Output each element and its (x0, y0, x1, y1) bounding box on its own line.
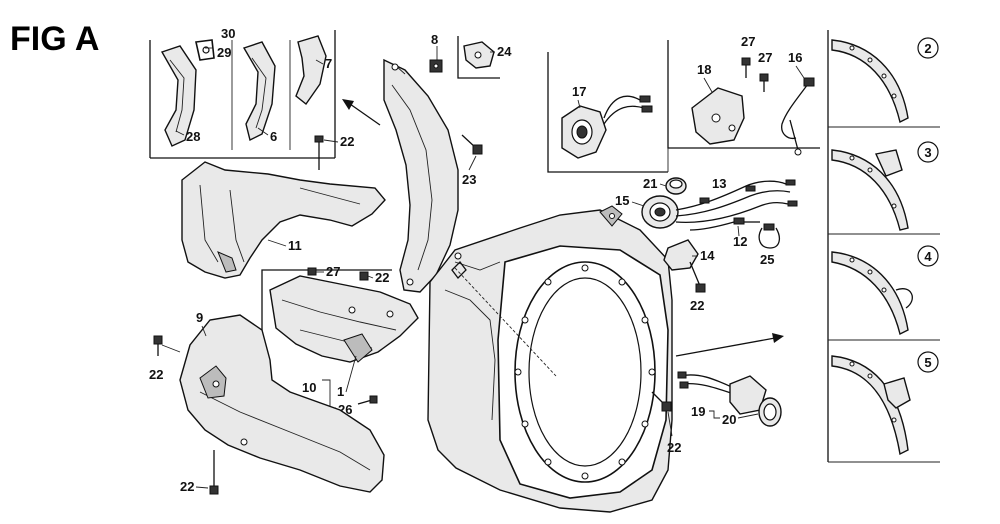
bolt-23 (461, 134, 483, 155)
arrow-to-inset (342, 99, 381, 126)
callout-27-c: 27 (758, 50, 772, 65)
top-left-inset (149, 30, 336, 159)
figure-title: FIG A (10, 20, 99, 58)
small-spring-clip (451, 261, 467, 279)
callout-22-d: 22 (180, 479, 194, 494)
screw-26 (357, 395, 378, 405)
ring-bolt-holes (514, 264, 656, 480)
bolt-22-bottom (209, 450, 219, 495)
callout-17: 17 (572, 84, 586, 99)
inset-3-detail (831, 149, 909, 231)
part-8-nut (429, 46, 443, 73)
part-11-air-guide (181, 161, 386, 279)
part-21-cap (665, 177, 687, 195)
callout-23: 23 (462, 172, 476, 187)
bolt-27-mid (307, 267, 317, 276)
inset-marker-4: 4 (917, 245, 939, 267)
inset-marker-2-label: 2 (924, 41, 931, 56)
callout-22-b: 22 (375, 270, 389, 285)
part-7-bracket (295, 35, 327, 106)
callout-29: 29 (217, 45, 231, 60)
part-6-shroud-strip (242, 41, 276, 142)
callout-28: 28 (186, 129, 200, 144)
callout-14: 14 (700, 248, 715, 263)
part-9-lower-guide (179, 314, 385, 493)
part-25-clip (758, 223, 781, 249)
callout-13: 13 (712, 176, 726, 191)
inset-marker-3: 3 (917, 141, 939, 163)
callout-1: 1 (337, 384, 344, 399)
part-19-20-assembly (677, 371, 782, 427)
callout-22-f: 22 (690, 298, 704, 313)
part-15-switch (641, 195, 679, 229)
callout-19: 19 (691, 404, 705, 419)
callout-12: 12 (733, 234, 747, 249)
callout-8: 8 (431, 32, 438, 47)
right-inset-column: 2 3 4 5 (827, 30, 940, 463)
inset-4-detail (831, 251, 913, 336)
callout-11: 11 (288, 238, 302, 253)
callout-24: 24 (497, 44, 512, 59)
callout-15: 15 (615, 193, 629, 208)
callout-7: 7 (325, 56, 332, 71)
bolt-22-housing (651, 391, 673, 437)
callout-22-e: 22 (667, 440, 681, 455)
callout-6: 6 (270, 129, 277, 144)
arrow-to-right-inset (675, 333, 784, 357)
screws-27 (741, 57, 769, 92)
callout-18: 18 (697, 62, 711, 77)
part-24-bracket (457, 36, 500, 79)
part-14-capacitor (663, 239, 706, 293)
fan-cover-housing (427, 205, 673, 513)
upper-right-inset (547, 40, 820, 173)
inset-marker-5: 5 (917, 351, 939, 373)
bolt-22-upper (314, 135, 324, 170)
electrical-cluster (641, 177, 798, 293)
callout-20: 20 (722, 412, 736, 427)
callout-25: 25 (760, 252, 774, 267)
callout-27-b: 27 (741, 34, 755, 49)
part-5-shroud-plate (383, 58, 459, 293)
part-28-shroud-strip (160, 45, 197, 147)
inset-marker-4-label: 4 (924, 249, 932, 264)
inset-2-detail (831, 39, 909, 124)
bolt-22-left (153, 335, 181, 356)
callout-27-a: 27 (326, 264, 340, 279)
bolt-22-mid (359, 271, 369, 281)
callout-16: 16 (788, 50, 802, 65)
part-10-bracket-assembly (261, 269, 419, 363)
inset-marker-5-label: 5 (924, 355, 931, 370)
callout-21: 21 (643, 176, 657, 191)
callout-9: 9 (196, 310, 203, 325)
inset-marker-2: 2 (917, 37, 939, 59)
inset-marker-3-label: 3 (924, 145, 931, 160)
callout-22-a: 22 (340, 134, 354, 149)
callout-30: 30 (221, 26, 235, 41)
inset-5-detail (831, 355, 911, 456)
callout-22-c: 22 (149, 367, 163, 382)
callout-10: 10 (302, 380, 316, 395)
part-20-ring (758, 397, 782, 427)
callouts-top-left: 30 29 28 6 7 (175, 26, 332, 144)
part-16-cable (781, 77, 815, 156)
